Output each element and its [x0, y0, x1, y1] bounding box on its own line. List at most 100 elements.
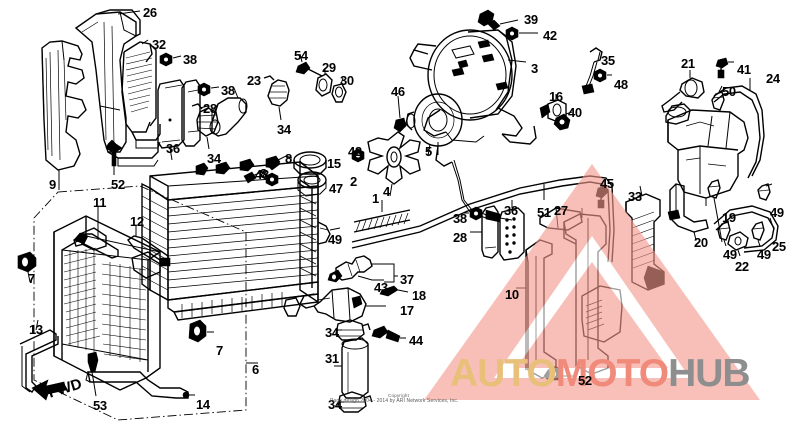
- part-48-nut-right: [593, 68, 612, 83]
- callout-number-32[interactable]: 32: [152, 37, 166, 52]
- callout-number-39[interactable]: 39: [524, 12, 538, 27]
- part-49-hose-left: [317, 221, 341, 245]
- callout-number-48[interactable]: 48: [255, 167, 269, 182]
- callout-number-53[interactable]: 53: [93, 398, 107, 413]
- callout-number-48[interactable]: 48: [614, 77, 628, 92]
- part-50-clamp: [711, 85, 725, 111]
- callout-number-18[interactable]: 18: [412, 288, 426, 303]
- callout-number-7[interactable]: 7: [28, 271, 35, 286]
- part-13-lower-rail: [19, 319, 59, 393]
- callout-number-43[interactable]: 43: [374, 280, 388, 295]
- callout-number-38[interactable]: 38: [183, 52, 197, 67]
- callout-number-42[interactable]: 42: [348, 144, 362, 159]
- callout-number-45[interactable]: 45: [600, 176, 614, 191]
- part-42-nut-core: [351, 148, 365, 163]
- callout-number-17[interactable]: 17: [400, 303, 414, 318]
- callout-number-8[interactable]: 8: [285, 151, 292, 166]
- part-16-sensor: [539, 94, 567, 123]
- callout-number-23[interactable]: 23: [247, 73, 261, 88]
- part-38-nut-a: [159, 52, 182, 67]
- callout-number-13[interactable]: 13: [29, 322, 43, 337]
- part-8-bolt-b: [243, 171, 263, 184]
- callout-number-49[interactable]: 49: [328, 232, 342, 247]
- callout-number-37[interactable]: 37: [400, 272, 414, 287]
- callout-number-26[interactable]: 26: [143, 5, 157, 20]
- callout-number-38[interactable]: 38: [221, 83, 235, 98]
- part-31-lower-hose: [334, 337, 369, 399]
- callout-number-52[interactable]: 52: [578, 373, 592, 388]
- callout-number-51[interactable]: 51: [537, 205, 551, 220]
- callout-number-6[interactable]: 6: [252, 362, 259, 377]
- callout-number-3[interactable]: 3: [531, 61, 538, 76]
- callout-number-38[interactable]: 38: [453, 211, 467, 226]
- callout-number-2[interactable]: 2: [350, 174, 357, 189]
- callout-number-49[interactable]: 49: [770, 205, 784, 220]
- callout-number-1[interactable]: 1: [372, 191, 379, 206]
- watermark-text-auto: AUTO: [450, 352, 557, 395]
- callout-number-29[interactable]: 29: [322, 60, 336, 75]
- part-42-nut-top: [505, 26, 538, 41]
- callout-number-52[interactable]: 52: [111, 177, 125, 192]
- callout-number-12[interactable]: 12: [130, 214, 144, 229]
- callout-number-33[interactable]: 33: [628, 189, 642, 204]
- callout-number-16[interactable]: 16: [549, 89, 563, 104]
- callout-number-54[interactable]: 54: [294, 48, 308, 63]
- callout-number-28[interactable]: 28: [203, 101, 217, 116]
- callout-number-21[interactable]: 21: [681, 56, 695, 71]
- callout-number-46[interactable]: 46: [391, 84, 405, 99]
- copyright-block: Copyright Page design 2004 - 2014 by ARI…: [330, 393, 458, 404]
- callout-number-31[interactable]: 31: [325, 351, 339, 366]
- callout-number-8[interactable]: 8: [260, 166, 267, 181]
- watermark-text: AUTOMOTOHUB: [450, 352, 751, 396]
- part-29-bushing: [315, 68, 333, 97]
- callout-number-49[interactable]: 49: [757, 247, 771, 262]
- callout-number-22[interactable]: 22: [735, 259, 749, 274]
- part-18-pin: [379, 285, 409, 297]
- callout-number-27[interactable]: 27: [554, 203, 568, 218]
- part-8-bolt-a: [265, 155, 293, 171]
- part-7-grommet-a: [17, 251, 37, 283]
- callout-number-28[interactable]: 28: [453, 230, 467, 245]
- part-core-radiator: [141, 148, 365, 321]
- callout-number-10[interactable]: 10: [505, 287, 519, 302]
- watermark-text-hub: HUB: [668, 352, 750, 395]
- callout-number-30[interactable]: 30: [340, 73, 354, 88]
- callout-number-42[interactable]: 42: [543, 28, 557, 43]
- part-43-sensor: [327, 255, 398, 283]
- part-17-thermostat-housing: [299, 287, 386, 323]
- part-14-cross-rail: [85, 371, 195, 399]
- callout-number-25[interactable]: 25: [772, 239, 786, 254]
- callout-number-34[interactable]: 34: [277, 122, 291, 137]
- callout-number-35[interactable]: 35: [601, 53, 615, 68]
- part-1-spring: [353, 200, 411, 233]
- callout-number-36[interactable]: 36: [504, 203, 518, 218]
- part-19-reservoir-tank: [665, 103, 749, 206]
- part-24-hose: [713, 78, 765, 179]
- callout-number-44[interactable]: 44: [409, 333, 423, 348]
- callout-number-19[interactable]: 19: [722, 210, 736, 225]
- part-30-bushing: [331, 77, 347, 103]
- callout-number-20[interactable]: 20: [694, 235, 708, 250]
- callout-number-4[interactable]: 4: [383, 184, 390, 199]
- part-6-grille-screen: [53, 215, 161, 391]
- callout-number-34[interactable]: 34: [207, 151, 221, 166]
- callout-number-47[interactable]: 47: [329, 181, 343, 196]
- callout-number-9[interactable]: 9: [49, 177, 56, 192]
- part-15-radiator-cap: [293, 151, 327, 175]
- callout-number-50[interactable]: 50: [722, 84, 736, 99]
- part-44-bolt: [371, 325, 406, 343]
- callout-number-24[interactable]: 24: [766, 71, 780, 86]
- callout-number-34[interactable]: 34: [328, 397, 342, 412]
- callout-number-34[interactable]: 34: [325, 325, 339, 340]
- callout-number-49[interactable]: 49: [723, 247, 737, 262]
- callout-number-15[interactable]: 15: [327, 156, 341, 171]
- callout-number-7[interactable]: 7: [216, 343, 223, 358]
- callout-number-14[interactable]: 14: [196, 397, 210, 412]
- callout-number-11[interactable]: 11: [93, 195, 107, 210]
- callout-number-5[interactable]: 5: [425, 144, 432, 159]
- part-38-nut-b: [197, 82, 220, 97]
- callout-number-40[interactable]: 40: [568, 105, 582, 120]
- callout-number-36[interactable]: 36: [166, 141, 180, 156]
- callout-number-41[interactable]: 41: [737, 62, 751, 77]
